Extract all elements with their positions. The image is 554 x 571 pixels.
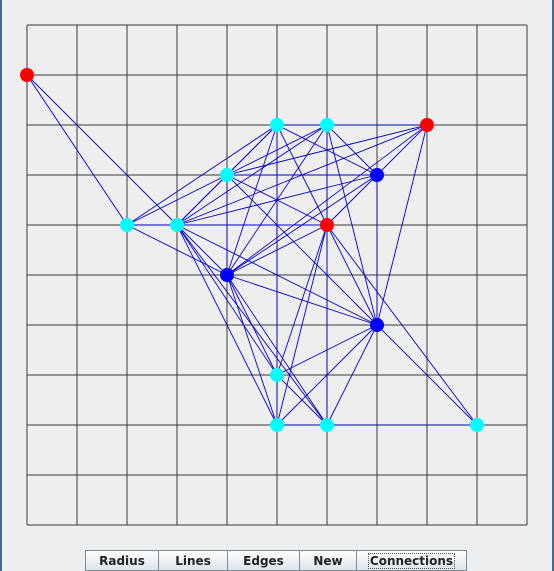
graph-edge — [226, 124, 278, 176]
graph-edge — [276, 374, 328, 426]
graph-node-red[interactable] — [420, 118, 434, 132]
radius-button[interactable]: Radius — [85, 550, 158, 571]
graph-edge — [176, 224, 378, 326]
graph-edge — [326, 124, 378, 326]
new-button-label: New — [313, 553, 343, 568]
radius-button-label: Radius — [99, 553, 145, 568]
graph-edge — [376, 324, 478, 426]
connections-button[interactable]: Connections — [356, 550, 467, 571]
toolbar: Radius Lines Edges New Connections — [85, 550, 467, 571]
graph-edge — [226, 274, 378, 326]
graph-edge — [276, 324, 378, 426]
graph-edge — [326, 324, 378, 426]
graph-node-cyan[interactable] — [470, 418, 484, 432]
graph-edge — [176, 224, 228, 276]
graph-edge — [126, 174, 228, 226]
graph-node-cyan[interactable] — [120, 218, 134, 232]
edges — [26, 74, 478, 426]
graph-node-cyan[interactable] — [270, 118, 284, 132]
graph-edge — [326, 224, 378, 326]
edges-button-label: Edges — [243, 553, 284, 568]
graph-edge — [176, 224, 278, 376]
graph-node-cyan[interactable] — [320, 118, 334, 132]
graph-edge — [126, 124, 278, 226]
lines-button[interactable]: Lines — [158, 550, 227, 571]
graph-edge — [176, 174, 378, 226]
new-button[interactable]: New — [299, 550, 356, 571]
graph-node-red[interactable] — [20, 68, 34, 82]
graph-edge — [226, 124, 428, 276]
graph-edge — [226, 124, 428, 176]
connections-button-label: Connections — [367, 552, 456, 569]
graph-edge — [326, 224, 478, 426]
graph-node-cyan[interactable] — [270, 368, 284, 382]
graph-edge — [226, 124, 328, 176]
graph-edge — [176, 174, 228, 226]
graph-edge — [126, 224, 228, 276]
graph-canvas[interactable] — [0, 0, 554, 545]
graph-node-red[interactable] — [320, 218, 334, 232]
graph-node-blue[interactable] — [370, 318, 384, 332]
graph-edge — [226, 224, 328, 276]
graph-edge — [326, 124, 378, 176]
window-border-left — [0, 0, 2, 571]
graph-edge — [276, 224, 328, 426]
graph-edge — [276, 324, 378, 376]
graph-edge — [26, 74, 128, 226]
graph-edge — [376, 124, 428, 326]
graph-node-blue[interactable] — [220, 268, 234, 282]
graph-edge — [326, 174, 378, 226]
window-border-right — [552, 0, 554, 571]
nodes — [20, 68, 484, 432]
graph-edge — [376, 124, 428, 176]
edges-button[interactable]: Edges — [227, 550, 299, 571]
graph-edge — [26, 74, 178, 226]
graph-edge — [226, 274, 278, 426]
graph-edge — [176, 224, 278, 426]
lines-button-label: Lines — [175, 553, 211, 568]
graph-edge — [226, 274, 328, 426]
graph-node-cyan[interactable] — [170, 218, 184, 232]
graph-edge — [226, 174, 378, 326]
graph-node-cyan[interactable] — [320, 418, 334, 432]
graph-node-cyan[interactable] — [220, 168, 234, 182]
graph-edge — [226, 274, 278, 376]
graph-node-cyan[interactable] — [270, 418, 284, 432]
graph-node-blue[interactable] — [370, 168, 384, 182]
